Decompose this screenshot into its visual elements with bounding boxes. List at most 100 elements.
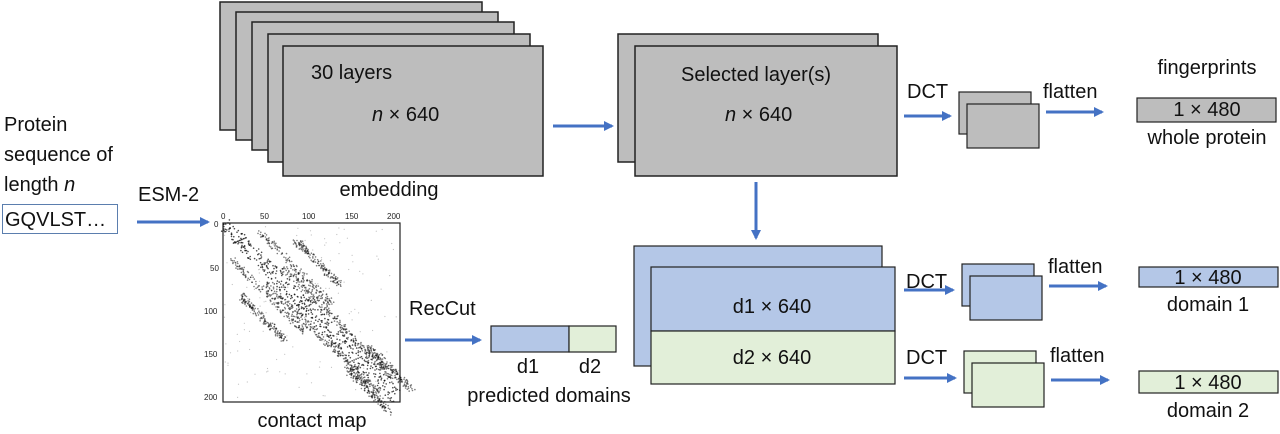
contact-map-point	[315, 325, 318, 327]
contact-map-point	[311, 280, 313, 283]
contact-map-point	[306, 321, 309, 323]
contact-map-point	[382, 368, 384, 370]
contact-map-point	[374, 387, 377, 390]
contact-map-point	[385, 368, 388, 370]
contact-map-point	[265, 238, 268, 241]
contact-map-point	[312, 297, 315, 300]
embedding-dim-rest: × 640	[383, 104, 440, 126]
contact-map-point	[373, 386, 375, 388]
contact-map-point	[258, 310, 260, 313]
contact-map-point	[291, 306, 294, 309]
contact-map-point	[300, 247, 302, 250]
contact-map-point	[237, 229, 240, 232]
contact-map-point	[248, 244, 250, 246]
contact-map-point	[340, 285, 342, 288]
contact-map-point	[307, 251, 310, 253]
contact-map-point	[348, 351, 350, 354]
contact-map-point	[319, 306, 322, 309]
contact-map-point	[314, 261, 317, 263]
contact-map-point	[287, 272, 289, 274]
contact-map-point	[327, 319, 330, 321]
contact-map-point	[333, 320, 336, 322]
contact-map-point	[303, 289, 306, 292]
contact-map-point	[342, 352, 344, 355]
contact-map-point	[414, 388, 416, 391]
contact-map-point	[358, 378, 361, 381]
contact-map-point	[314, 333, 316, 335]
contact-map-point	[363, 385, 365, 387]
dct-label-domain1: DCT	[906, 271, 948, 293]
contact-map-point	[355, 381, 358, 384]
contact-map-point	[308, 288, 311, 290]
contact-map-point	[337, 346, 339, 349]
contact-map-point	[267, 276, 270, 279]
contact-map-point	[296, 295, 299, 298]
contact-map-point	[377, 403, 379, 405]
contact-map-point	[359, 270, 361, 272]
input-length-var: n	[64, 174, 76, 196]
contact-map-point	[302, 242, 304, 245]
cm-ytick: 200	[204, 393, 218, 402]
contact-map-point	[382, 361, 384, 364]
contact-map-point	[356, 377, 359, 380]
contact-map-point	[297, 316, 299, 319]
fingerprints-header: fingerprints	[1157, 57, 1257, 79]
contact-map-point	[316, 289, 318, 292]
contact-map-point	[324, 244, 326, 246]
contact-map-point	[380, 288, 382, 290]
contact-map-point	[342, 331, 344, 334]
contact-map-point	[310, 382, 313, 384]
contact-map-point	[260, 231, 262, 234]
cm-ytick: 50	[210, 264, 219, 273]
contact-map-point	[388, 392, 391, 394]
contact-map-point	[396, 388, 399, 391]
contact-map-point	[301, 289, 304, 291]
contact-map-point	[253, 285, 255, 288]
contact-map-point	[367, 388, 370, 390]
contact-map-point	[411, 387, 413, 390]
contact-map-point	[317, 260, 320, 263]
selected-title: Selected layer(s)	[681, 64, 832, 86]
contact-map-point	[352, 339, 355, 342]
contact-map-point	[327, 324, 330, 326]
contact-map-point	[407, 387, 410, 390]
contact-map-point	[260, 257, 262, 260]
contact-map-point	[308, 284, 310, 287]
contact-map-point	[381, 353, 384, 356]
contact-map-point	[276, 246, 279, 248]
contact-map-point	[296, 313, 298, 316]
contact-map-point	[359, 345, 362, 348]
contact-map-point	[285, 301, 287, 304]
contact-map-point	[295, 316, 298, 318]
contact-map-point	[394, 392, 396, 395]
contact-map-point	[273, 303, 276, 306]
contact-map-point	[246, 381, 248, 383]
contact-map-point	[306, 326, 309, 329]
contact-map-point	[300, 240, 302, 242]
contact-map-point	[267, 370, 269, 372]
contact-map-point	[256, 312, 259, 314]
contact-map-point	[334, 342, 336, 345]
contact-map-point	[266, 367, 269, 370]
contact-map-point	[355, 352, 358, 355]
contact-map-point	[229, 227, 231, 229]
contact-map-point	[301, 248, 303, 250]
contact-map-point	[274, 277, 277, 279]
contact-map-point	[242, 270, 245, 272]
contact-map-point	[236, 265, 239, 268]
contact-map-point	[283, 266, 285, 268]
contact-map-point	[273, 292, 275, 295]
contact-map-point	[312, 261, 315, 263]
contact-map-point	[336, 282, 339, 284]
contact-map-point	[341, 343, 343, 345]
predicted-d1-segment	[490, 325, 570, 353]
contact-map-point	[381, 360, 383, 363]
contact-map-point	[324, 271, 326, 273]
contact-map-point	[231, 283, 233, 286]
contact-map-point	[389, 381, 391, 384]
contact-map-point	[343, 325, 345, 328]
contact-map-point	[312, 308, 314, 310]
contact-map-point	[226, 229, 228, 231]
contact-map-point	[309, 230, 312, 232]
contact-map-point	[333, 277, 335, 279]
